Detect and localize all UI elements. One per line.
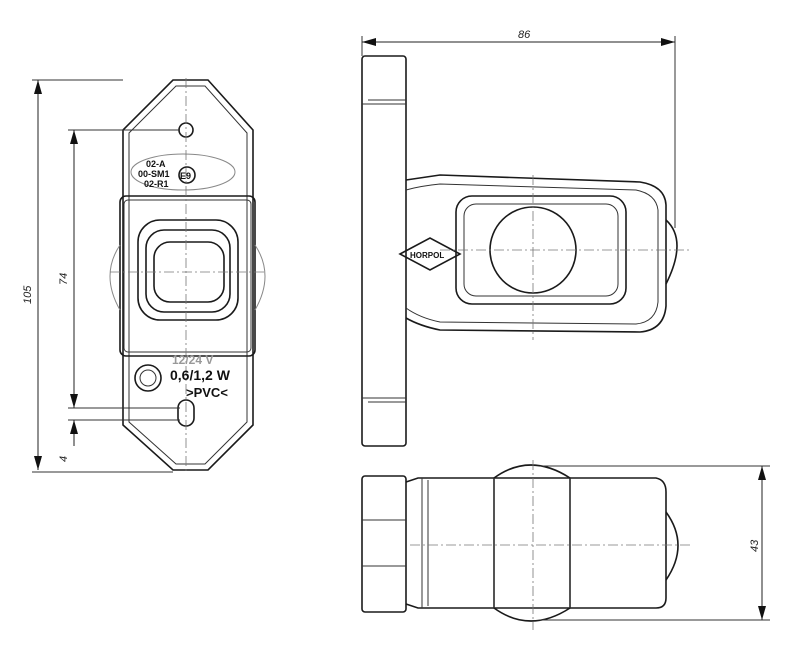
dim-4-label: 4 [58,456,70,462]
top-lens-dome [493,464,571,622]
top-bulb-cap [665,511,679,581]
side-bulb-cap [665,219,678,285]
approval-mark-circle [178,166,196,184]
date-dial-icon [134,364,162,392]
top-body-outline [405,477,667,609]
front-view: 02-A 00-SM1 02-R1 E9 12/24 V 0,6/1,2 W >… [22,78,266,473]
lamp-side-bulge-right [254,244,266,311]
side-base-plate [361,55,407,447]
marking-line1: 02-A [146,159,166,169]
dim-74-label: 74 [58,273,70,285]
dim-43-label: 43 [749,539,761,552]
dim-74-arrow-bottom [70,394,78,408]
date-dial-icon-inner [139,369,157,387]
brand-label: HORPOL [410,251,444,260]
lamp-side-bulge-left [109,244,121,311]
side-lens-frame-inner [463,203,619,297]
marking-oval [130,153,236,191]
lamp-housing [119,195,256,357]
dim-86-arrow-right [661,38,675,46]
front-plate-outline [122,79,254,471]
lamp-housing-inner [123,199,252,353]
material-label: >PVC< [186,385,228,400]
dim-74-arrow-top [70,130,78,144]
dim-4-arrow [70,420,78,434]
marking-line3: 02-R1 [144,179,169,189]
side-view: HORPOL 86 [361,29,690,447]
side-arm-inner-outline [405,183,659,325]
approval-mark: E9 [180,171,191,181]
power-label: 0,6/1,2 W [170,367,231,383]
lens-middle [145,229,231,313]
marking-line2: 00-SM1 [138,169,170,179]
dim-86-label: 86 [518,29,531,41]
dim-105-arrow-top [34,80,42,94]
dim-43-arrow-bottom [758,606,766,620]
side-arm-outline [405,174,667,333]
dim-105-arrow-bottom [34,456,42,470]
dim-86-arrow-left [362,38,376,46]
voltage-label: 12/24 V [172,353,213,367]
dim-105-label: 105 [22,285,34,304]
dim-43-arrow-top [758,466,766,480]
top-view: 43 [361,460,770,630]
top-base-plate [361,475,407,613]
brand-badge [398,237,462,271]
lens-outer [137,219,239,321]
front-plate-inner-outline [128,85,248,465]
